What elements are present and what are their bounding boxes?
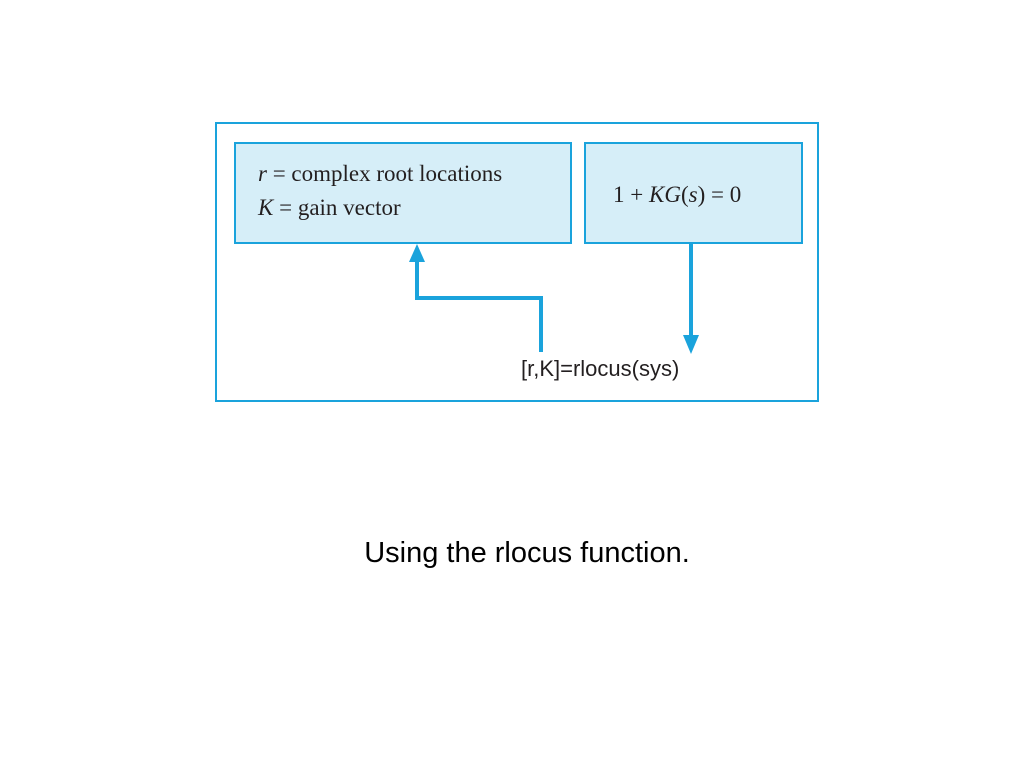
outputs-box bbox=[234, 142, 572, 244]
characteristic-equation: 1 + KG(s) = 0 bbox=[613, 178, 741, 212]
equation-suffix: ) = 0 bbox=[697, 182, 742, 207]
r-definition: = complex root locations bbox=[266, 161, 503, 186]
k-variable: K bbox=[258, 195, 274, 220]
figure-caption: Using the rlocus function. bbox=[364, 537, 690, 569]
equation-s: s bbox=[688, 182, 698, 207]
root-locations-line: r = complex root locations bbox=[258, 157, 502, 191]
equation-prefix: 1 + bbox=[613, 182, 649, 207]
gain-vector-line: K = gain vector bbox=[258, 191, 502, 225]
outputs-description: r = complex root locations K = gain vect… bbox=[258, 157, 502, 225]
equation-open-paren: ( bbox=[680, 182, 689, 207]
equation-box bbox=[584, 142, 803, 244]
k-definition: = gain vector bbox=[273, 195, 401, 220]
r-variable: r bbox=[258, 161, 267, 186]
rlocus-command: [r,K]=rlocus(sys) bbox=[521, 356, 680, 381]
equation-kg: KG bbox=[648, 182, 681, 207]
